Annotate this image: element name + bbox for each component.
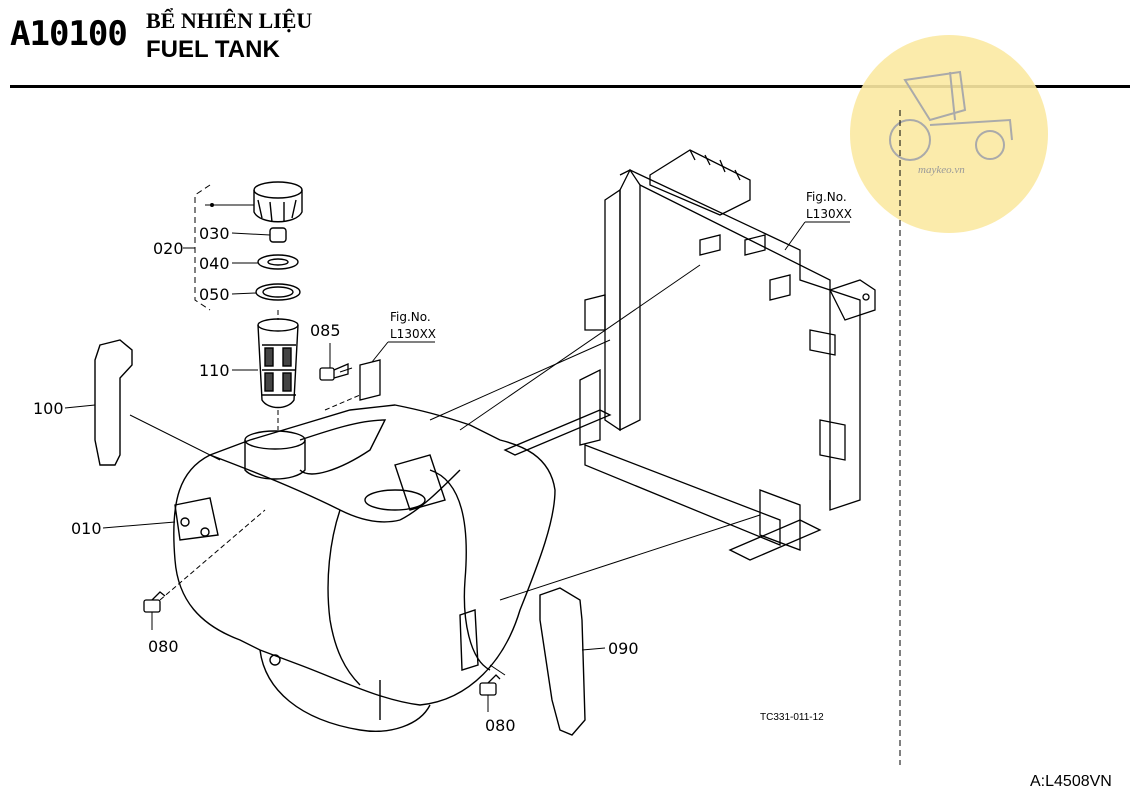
watermark-logo	[850, 35, 1048, 233]
part-label-100: 100	[33, 399, 64, 418]
bolt-080-left	[143, 591, 166, 613]
part-label-020: 020	[153, 239, 184, 258]
pad-100	[94, 339, 133, 466]
title-vietnamese: BỂ NHIÊN LIỆU	[146, 8, 313, 33]
part-label-080-left: 080	[148, 637, 179, 656]
part-label-030: 030	[199, 224, 230, 243]
part-label-080-right: 080	[485, 716, 516, 735]
part-label-010: 010	[71, 519, 102, 538]
part-label-050: 050	[199, 285, 230, 304]
pad-090	[539, 587, 586, 736]
watermark-text: maykeo.vn	[918, 164, 965, 176]
filler-cap	[253, 181, 303, 301]
part-label-110: 110	[199, 361, 230, 380]
footer-model-code: A:L4508VN	[1030, 773, 1112, 790]
fuel-tank	[173, 404, 556, 732]
part-label-040: 040	[199, 254, 230, 273]
header-rule	[10, 85, 1130, 88]
leader-lines	[64, 204, 606, 712]
tractor-icon	[889, 70, 1013, 161]
assembly-guide-lines	[129, 264, 761, 676]
title-english: FUEL TANK	[146, 36, 280, 63]
drawing-reference: TC331-011-12	[760, 712, 824, 723]
bolt-080-right	[479, 674, 501, 696]
bolt-085	[319, 363, 349, 381]
leader-dot	[210, 203, 214, 207]
figure-reference-middle: Fig.No. L130XX	[324, 310, 436, 411]
fig-ref-code: L130XX	[390, 327, 436, 341]
diagram-code: A10100	[10, 14, 128, 54]
figure-reference-right: Fig.No. L130XX	[784, 190, 852, 251]
fuel-strainer	[257, 318, 299, 409]
part-label-085: 085	[310, 321, 341, 340]
fig-no-label: Fig.No.	[390, 310, 431, 324]
fig-no-label: Fig.No.	[806, 190, 847, 204]
part-label-090: 090	[608, 639, 639, 658]
frame-assembly	[503, 149, 876, 561]
fig-ref-code: L130XX	[806, 207, 852, 221]
